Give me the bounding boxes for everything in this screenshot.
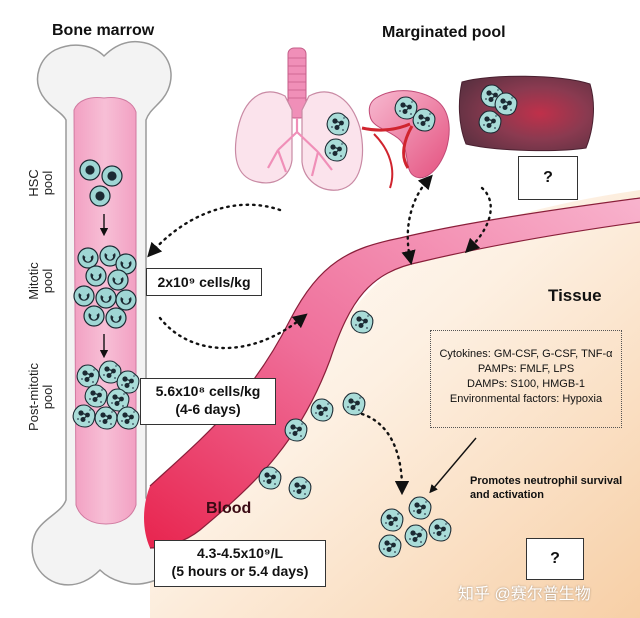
lungs-illustration — [234, 47, 364, 191]
promotes-survival-note: Promotes neutrophil survival and activat… — [470, 474, 622, 502]
spleen-illustration — [361, 90, 450, 189]
unknown-tissue-box: ? — [526, 538, 584, 580]
bone-marrow-heading: Bone marrow — [52, 22, 155, 39]
post-mitotic-pool-label-line-2: pool — [40, 384, 55, 410]
marginated-blood-dotted-arrow-right — [464, 186, 492, 254]
blood-heading: Blood — [206, 500, 252, 517]
unknown-marginated-box: ? — [518, 156, 578, 200]
marginated-blood-dotted-arrow-left — [401, 174, 433, 266]
promotes-survival-arrow — [429, 437, 477, 494]
blood-count-value: 4.3-4.5x10⁹/L — [196, 545, 284, 561]
liver-illustration — [458, 75, 594, 152]
watermark: 知乎 @赛尔普生物 — [458, 586, 591, 603]
hsc-pool-label-line-1: HSC — [26, 169, 41, 197]
mitotic-pool-label-line-2: pool — [40, 268, 55, 294]
marrow-count-duration: (4-6 days) — [175, 401, 241, 417]
marginated-count-box: 2x10⁹ cells/kg — [146, 268, 262, 296]
tissue-factors-box: Cytokines: GM-CSF, G-CSF, TNF-α PAMPs: F… — [430, 330, 622, 428]
factor-environmental: Environmental factors: Hypoxia — [449, 393, 603, 405]
marrow-count-box: 5.6x10⁸ cells/kg (4-6 days) — [140, 378, 276, 425]
mitotic-pool-label-line-1: Mitotic — [26, 262, 41, 300]
tissue-region — [150, 190, 640, 618]
hsc-pool-label: HSC pool — [26, 143, 57, 223]
post-mitotic-pool-label: Post-mitotic pool — [26, 347, 57, 447]
promotes-note-line-2: and activation — [470, 489, 544, 501]
blood-tissue-dotted-arrow — [360, 412, 410, 496]
blood-count-duration: (5 hours or 5.4 days) — [171, 563, 309, 579]
promotes-note-line-1: Promotes neutrophil survival — [470, 475, 623, 487]
post-mitotic-pool-label-line-1: Post-mitotic — [26, 363, 41, 431]
marrow-marginated-dotted-arrow-bottom — [158, 313, 308, 350]
tissue-heading: Tissue — [548, 286, 602, 305]
factor-cytokines: Cytokines: GM-CSF, G-CSF, TNF-α — [439, 348, 613, 360]
marginated-pool-heading: Marginated pool — [382, 24, 506, 41]
factor-damps: DAMPs: S100, HMGB-1 — [467, 378, 585, 390]
mitotic-pool-label: Mitotic pool — [26, 241, 57, 321]
marrow-count-value: 5.6x10⁸ cells/kg — [155, 383, 261, 399]
marrow-marginated-dotted-arrow-top — [147, 203, 282, 258]
blood-count-box: 4.3-4.5x10⁹/L (5 hours or 5.4 days) — [154, 540, 326, 587]
hsc-pool-label-line-2: pool — [40, 170, 55, 196]
factor-pamps: PAMPs: FMLF, LPS — [477, 363, 575, 375]
